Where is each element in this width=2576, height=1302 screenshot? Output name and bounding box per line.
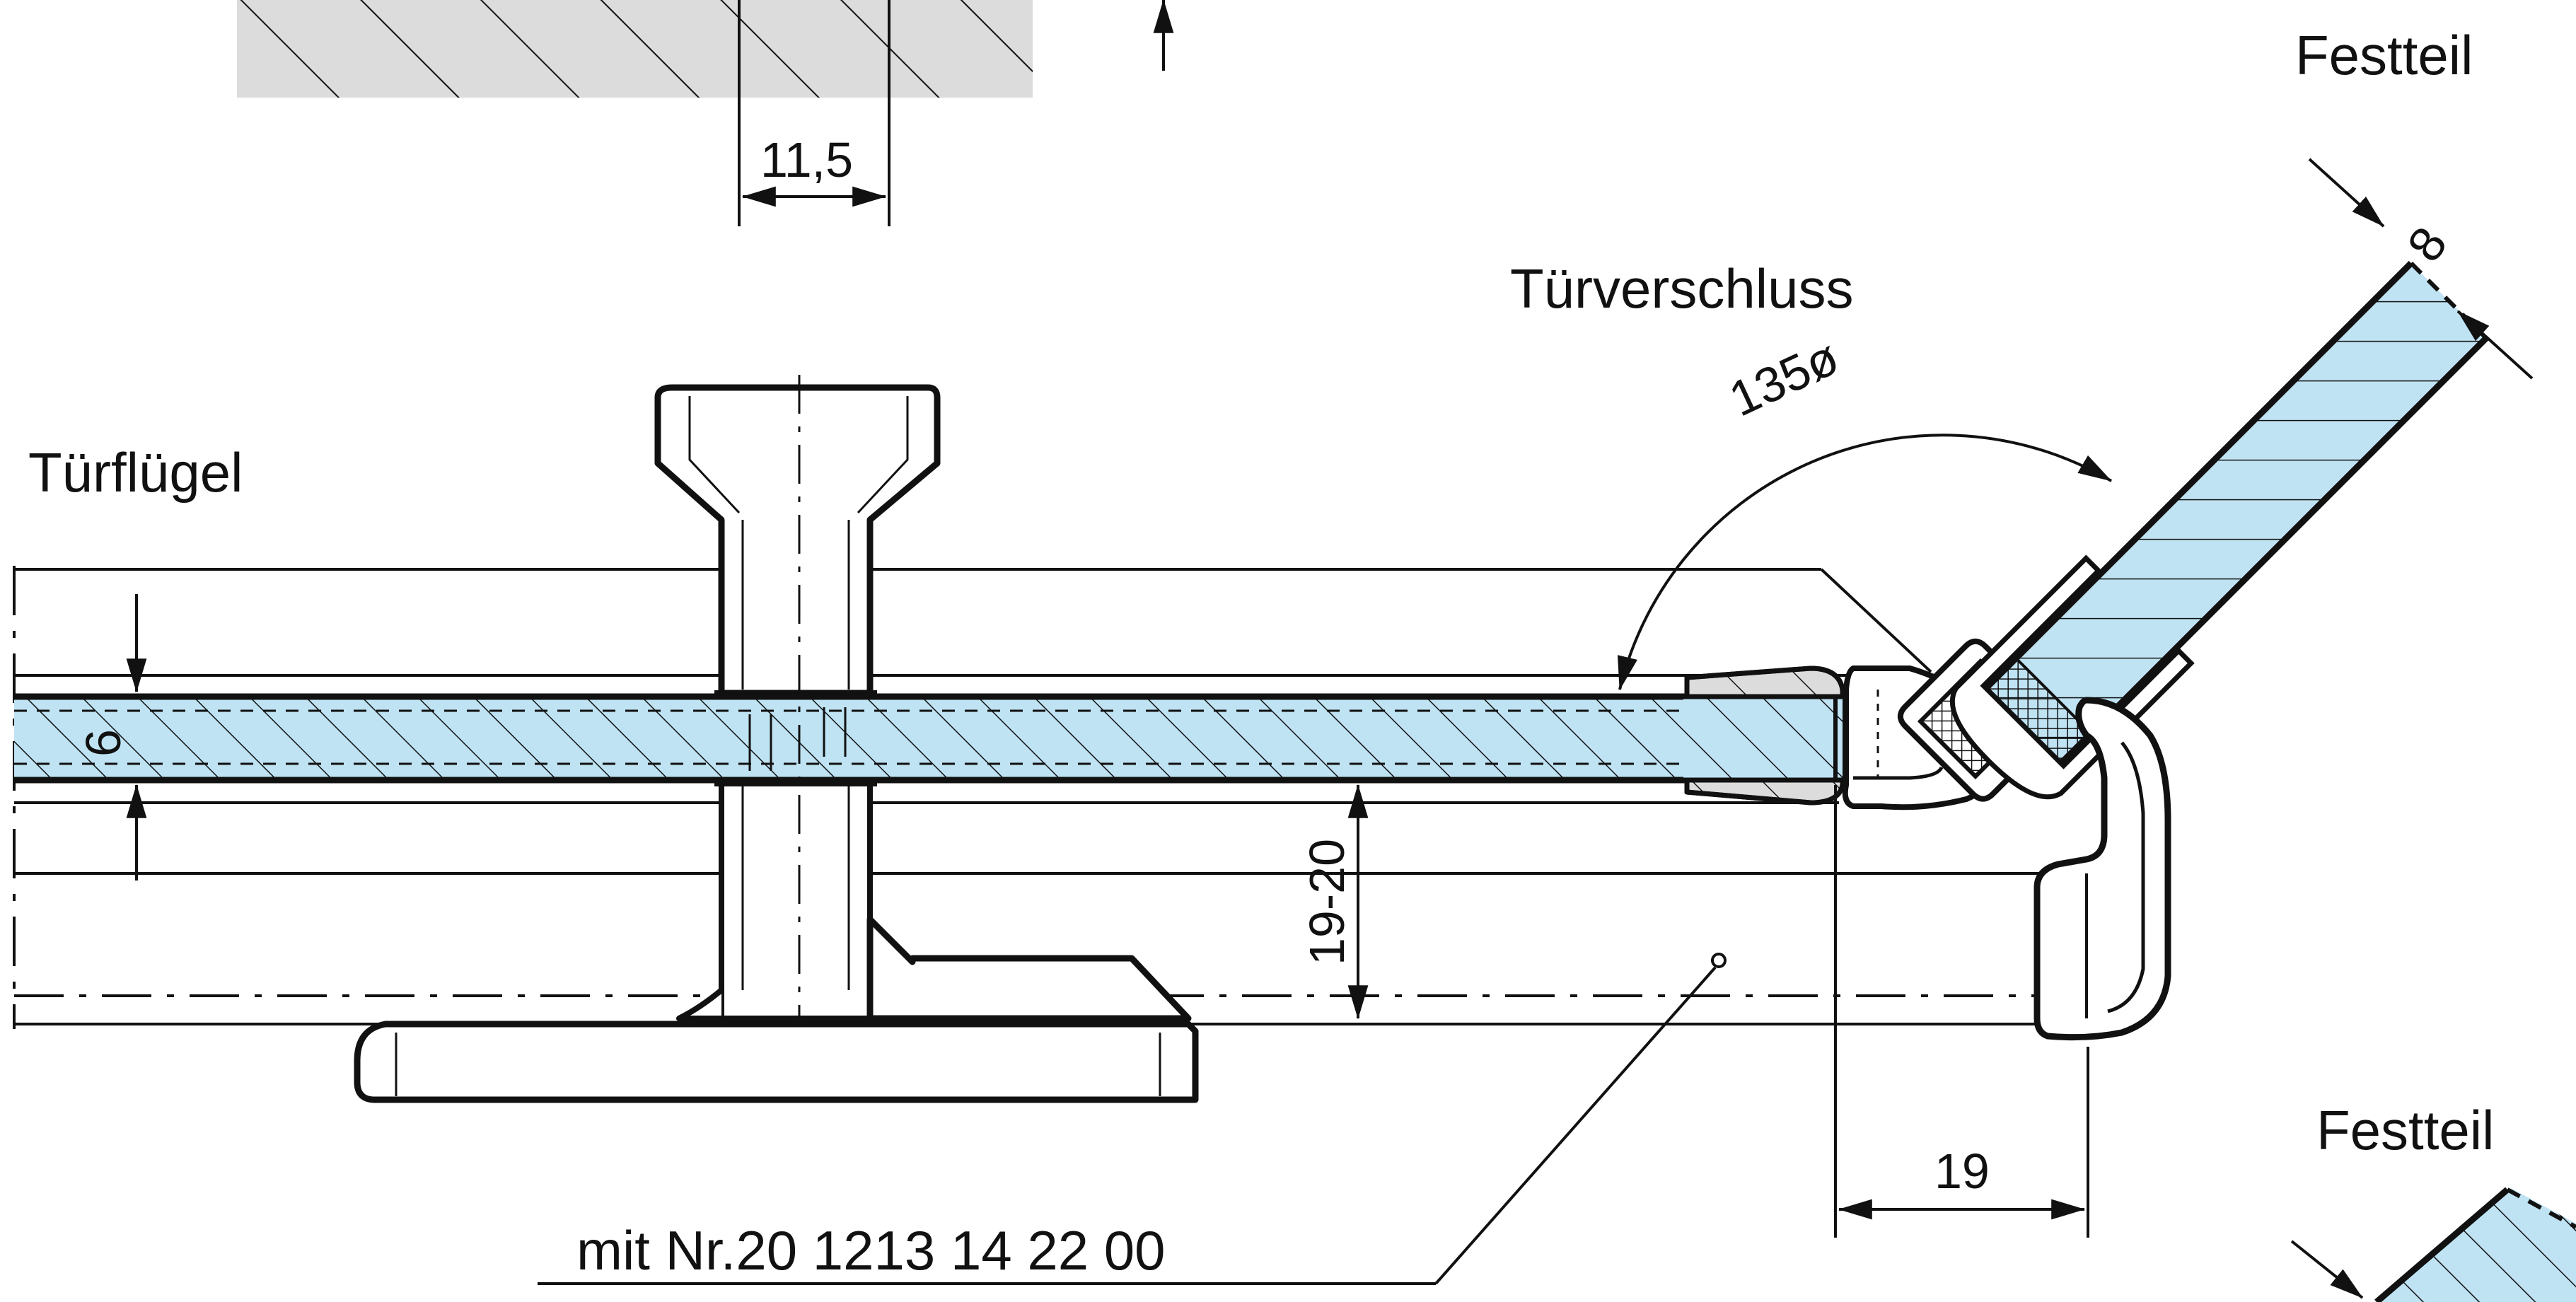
handle-detail-lines xyxy=(395,375,1161,1096)
dimension-19 xyxy=(1834,785,2089,1238)
stop-profile xyxy=(2033,697,2171,1041)
angle-arc-135 xyxy=(1618,434,2113,691)
label-turverschluss: Türverschluss xyxy=(1510,257,1853,320)
wall-block-section xyxy=(237,0,1174,226)
label-part-number: mit Nr.20 1213 14 22 00 xyxy=(576,1219,1166,1281)
handle-knob xyxy=(354,384,1199,1103)
dimension-8 xyxy=(2308,158,2534,380)
label-festteil-top: Festteil xyxy=(2295,24,2473,86)
fixed-glass-panel xyxy=(1949,260,2489,800)
dimension-19-20 xyxy=(1195,784,1369,1025)
part-leader xyxy=(538,953,1727,1285)
dim-8-text: 8 xyxy=(2396,217,2457,272)
dimension-11-5: 11,5 xyxy=(741,132,887,207)
dim-19-text: 19 xyxy=(1934,1144,1990,1199)
dim-19-20-text: 19-20 xyxy=(1299,839,1354,965)
door-glass-panel xyxy=(14,693,1841,784)
label-festteil-bottom: Festteil xyxy=(2316,1099,2494,1161)
dim-135-text: 135ø xyxy=(1721,329,1847,426)
door-seal-clip xyxy=(1683,665,1845,806)
fixed-glass-bottom xyxy=(2290,1187,2576,1302)
label-turflugel: Türflügel xyxy=(28,441,243,504)
dim-6-text: 6 xyxy=(76,729,131,757)
dim-11-5-text: 11,5 xyxy=(760,132,853,187)
